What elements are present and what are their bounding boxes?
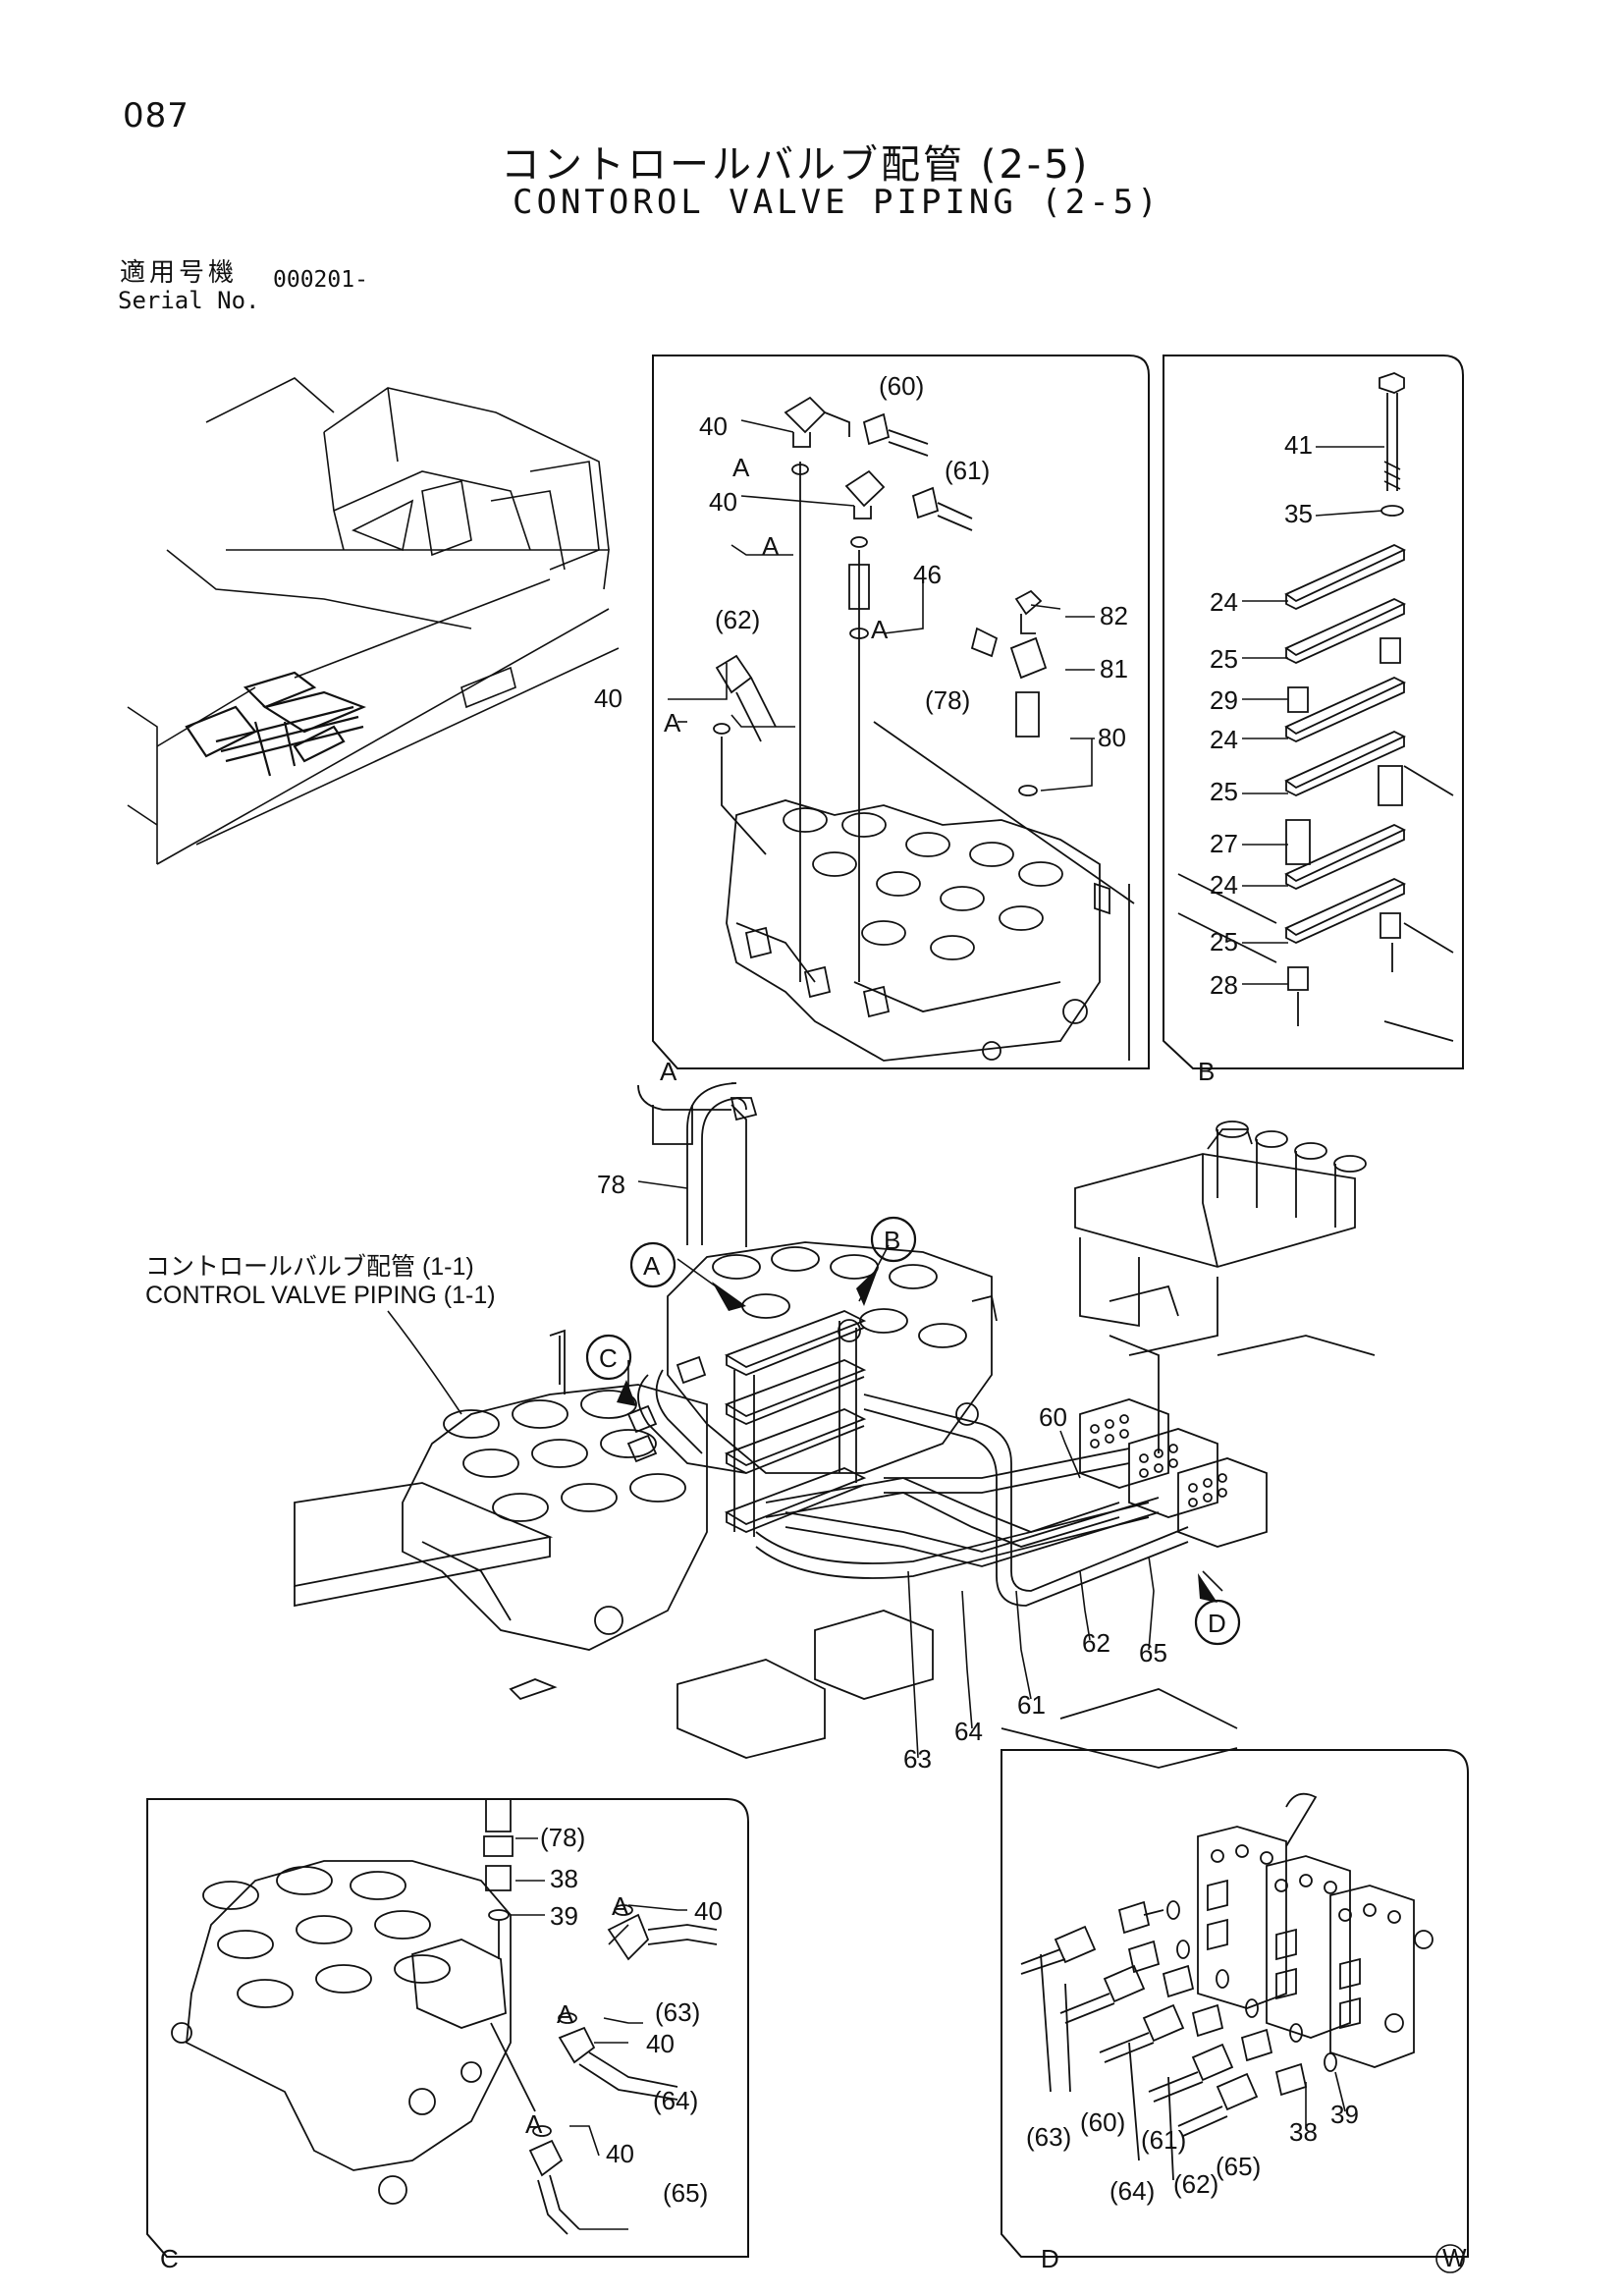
panel-C-part-label: A (525, 2109, 543, 2139)
panel-B-part-label: 28 (1210, 970, 1238, 1000)
panel-B-part-label: 24 (1210, 587, 1238, 617)
panel-c-frame (146, 1798, 749, 2258)
panel-a-fittings (713, 396, 1135, 1061)
callout-c-circle (585, 1334, 632, 1381)
panel-A-part-label: (61) (945, 456, 990, 485)
panel-C-part-label: 40 (606, 2139, 634, 2168)
panel-A-part-label: 80 (1098, 723, 1126, 752)
panel-C-part-label: 40 (646, 2029, 675, 2058)
panel-B-part-label: 25 (1210, 644, 1238, 674)
serial-label-en: Serial No. (118, 287, 260, 314)
main-assembly (294, 1082, 1376, 1769)
callout-circles (585, 1216, 1241, 1646)
excavator-overview-sketch (127, 377, 620, 865)
panel-D-part-label: (65) (1216, 2152, 1261, 2181)
main-view-part-label: 62 (1082, 1628, 1110, 1658)
panel-C-part-label: (65) (663, 2178, 708, 2208)
callout-b-letter: B (884, 1226, 900, 1255)
title-english: CONTOROL VALVE PIPING (2-5) (513, 183, 1162, 222)
panel-A-part-label: (78) (925, 685, 970, 715)
panel-C-part-label: (63) (655, 1997, 700, 2027)
panel-A-part-label: A (664, 708, 681, 738)
panel-B-part-label: 29 (1210, 685, 1238, 715)
main-view-part-label: 61 (1017, 1690, 1046, 1720)
panel-d-parts (1020, 1792, 1434, 2181)
panel-A-part-label: A (871, 615, 889, 644)
panel-B-part-label: 41 (1284, 430, 1313, 460)
highlighted-valve-in-overview (185, 671, 366, 777)
watermark-letter: W (1442, 2243, 1467, 2272)
panel-D-part-label: (64) (1109, 2176, 1155, 2206)
callout-d-letter: D (1208, 1609, 1226, 1638)
part-leader-lines (511, 419, 1384, 2230)
main-view-part-label: 65 (1139, 1638, 1167, 1667)
panel-A-part-label: 40 (594, 683, 622, 713)
panel-A-part-label: 82 (1100, 601, 1128, 630)
main-view-part-label: 60 (1039, 1402, 1067, 1432)
panel-C-part-label: A (557, 1999, 574, 2029)
panel-d-frame (1001, 1749, 1469, 2258)
panel-D-part-label: (60) (1080, 2107, 1125, 2137)
main-view-part-label: 63 (903, 1744, 932, 1774)
panel-A-part-label: A (762, 531, 780, 561)
panel-C-part-label: 39 (550, 1901, 578, 1931)
panel-c-parts (171, 1799, 718, 2235)
panel-D-part-label: (61) (1141, 2125, 1186, 2155)
panel-B-part-label: 25 (1210, 927, 1238, 957)
panel-a-valve-block (726, 799, 1110, 1062)
serial-label-jp: 適用号機 (120, 258, 239, 288)
panel-C-part-label: 38 (550, 1864, 578, 1893)
panel-A-part-label: (60) (879, 371, 924, 401)
panel-A-part-label: 46 (913, 560, 942, 589)
serial-value: 000201- (273, 267, 368, 293)
callout-a-letter: A (643, 1251, 661, 1281)
panel-b-label: B (1198, 1057, 1215, 1086)
main-view-part-label: 78 (597, 1170, 625, 1199)
panel-B-part-label: 35 (1284, 499, 1313, 528)
panel-A-part-label: 40 (709, 487, 737, 517)
panel-C-part-label: 40 (694, 1896, 723, 1926)
panel-C-part-label: (64) (653, 2086, 698, 2115)
panel-A-part-label: 40 (699, 411, 728, 441)
panel-C-part-label: (78) (540, 1823, 585, 1852)
panel-A-part-label: A (732, 453, 750, 482)
main-note-en: CONTROL VALVE PIPING (1-1) (145, 1282, 496, 1309)
main-view-part-label: 64 (954, 1717, 983, 1746)
panel-b-frame (1163, 355, 1464, 1069)
panel-D-part-label: 38 (1289, 2117, 1318, 2147)
main-note-jp: コントロールバルブ配管 (1-1) (145, 1253, 474, 1281)
panel-a-frame (652, 355, 1150, 1069)
panel-A-part-label: (62) (715, 605, 760, 634)
panel-B-part-label: 25 (1210, 777, 1238, 806)
panel-C-part-label: A (612, 1891, 629, 1921)
panel-a-label: A (660, 1057, 677, 1086)
panel-D-part-label: (63) (1026, 2122, 1071, 2152)
callout-a-circle (629, 1241, 676, 1288)
panel-D-part-label: 39 (1330, 2100, 1359, 2129)
panel-A-part-label: 81 (1100, 654, 1128, 683)
panel-D-part-label: (62) (1173, 2169, 1218, 2199)
page-number: 087 (123, 96, 189, 136)
panel-c-label: C (160, 2244, 179, 2273)
panel-B-part-label: 24 (1210, 870, 1238, 900)
title-japanese: コントロールバルブ配管 (2-5) (501, 142, 1091, 188)
panel-d-label: D (1041, 2244, 1059, 2273)
main-part-leaders (637, 1180, 1155, 1759)
callout-d-circle (1194, 1599, 1241, 1646)
callout-c-letter: C (599, 1343, 618, 1373)
panel-B-part-label: 27 (1210, 829, 1238, 858)
callout-b-circle (870, 1216, 917, 1263)
watermark-circle (1435, 2244, 1465, 2273)
panel-B-part-label: 24 (1210, 725, 1238, 754)
